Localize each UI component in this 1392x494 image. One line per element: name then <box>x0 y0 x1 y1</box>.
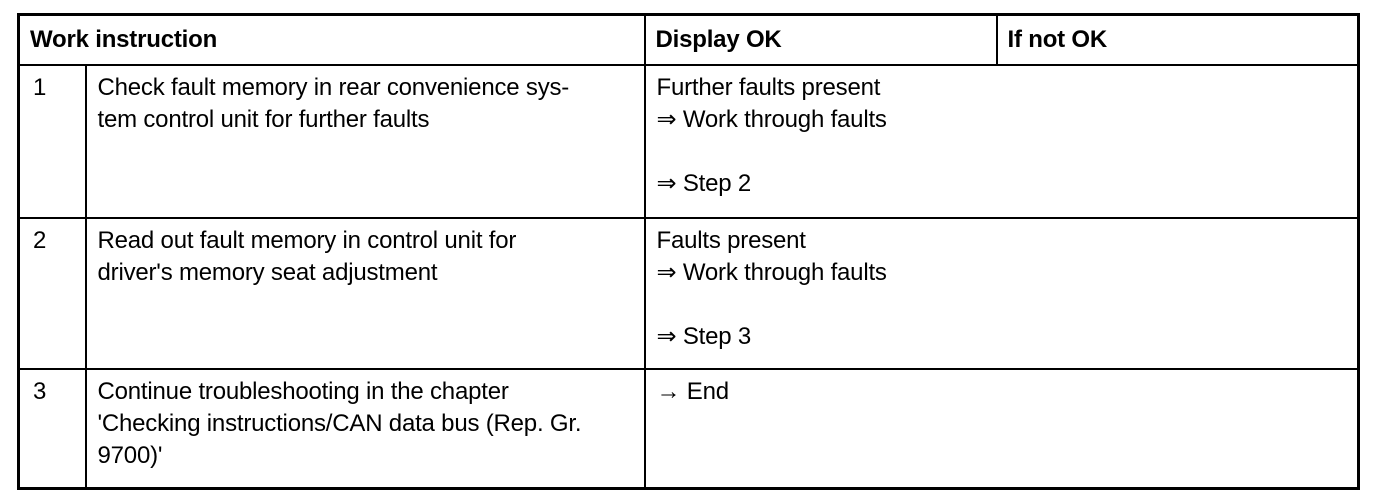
header-if-not-ok: If not OK <box>995 13 1360 66</box>
instruction-text: Read out fault memory in control unit fo… <box>84 217 646 370</box>
instruction-text: Continue troubleshooting in the chapter … <box>84 368 646 490</box>
display-ok-text: Further faults present ⇒ Work through fa… <box>643 64 1360 219</box>
header-work-instruction: Work instruction <box>17 13 646 66</box>
table-row: 1 Check fault memory in rear convenience… <box>17 64 1360 219</box>
display-ok-text: Faults present ⇒ Work through faults ⇒ S… <box>643 217 1360 370</box>
table-row: 2 Read out fault memory in control unit … <box>17 217 1360 370</box>
step-number: 1 <box>17 64 87 219</box>
header-display-ok: Display OK <box>643 13 998 66</box>
step-number: 2 <box>17 217 87 370</box>
table-row: 3 Continue troubleshooting in the chapte… <box>17 368 1360 490</box>
work-instruction-table: Work instruction Display OK If not OK 1 … <box>17 13 1360 490</box>
step-number: 3 <box>17 368 87 490</box>
display-ok-text: → End <box>643 368 1360 490</box>
instruction-text: Check fault memory in rear convenience s… <box>84 64 646 219</box>
header-row: Work instruction Display OK If not OK <box>17 13 1360 66</box>
